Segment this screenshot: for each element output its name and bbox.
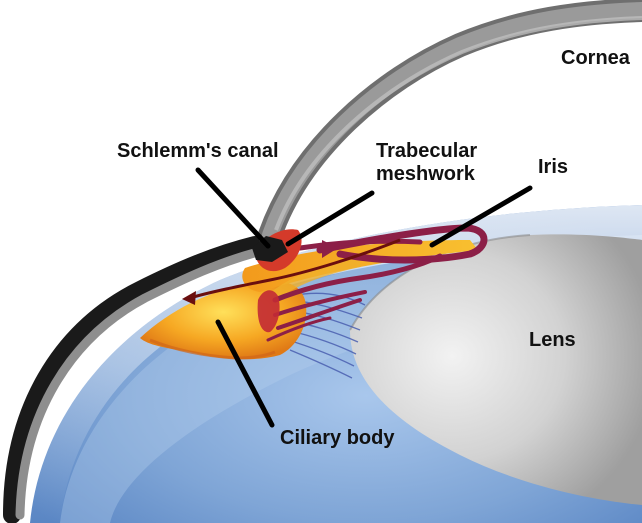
pointer-schlemm: [198, 170, 268, 246]
label-trabecular-meshwork: Trabecular meshwork: [376, 140, 477, 186]
cornea: [270, 10, 642, 235]
label-schlemms-canal: Schlemm's canal: [117, 140, 279, 163]
label-trabecular-line2: meshwork: [376, 163, 477, 186]
pointer-trabecular: [288, 193, 372, 244]
label-lens: Lens: [529, 329, 576, 352]
label-iris: Iris: [538, 156, 568, 179]
label-ciliary-body: Ciliary body: [280, 427, 394, 450]
label-cornea: Cornea: [561, 47, 630, 70]
label-trabecular-line1: Trabecular: [376, 140, 477, 163]
